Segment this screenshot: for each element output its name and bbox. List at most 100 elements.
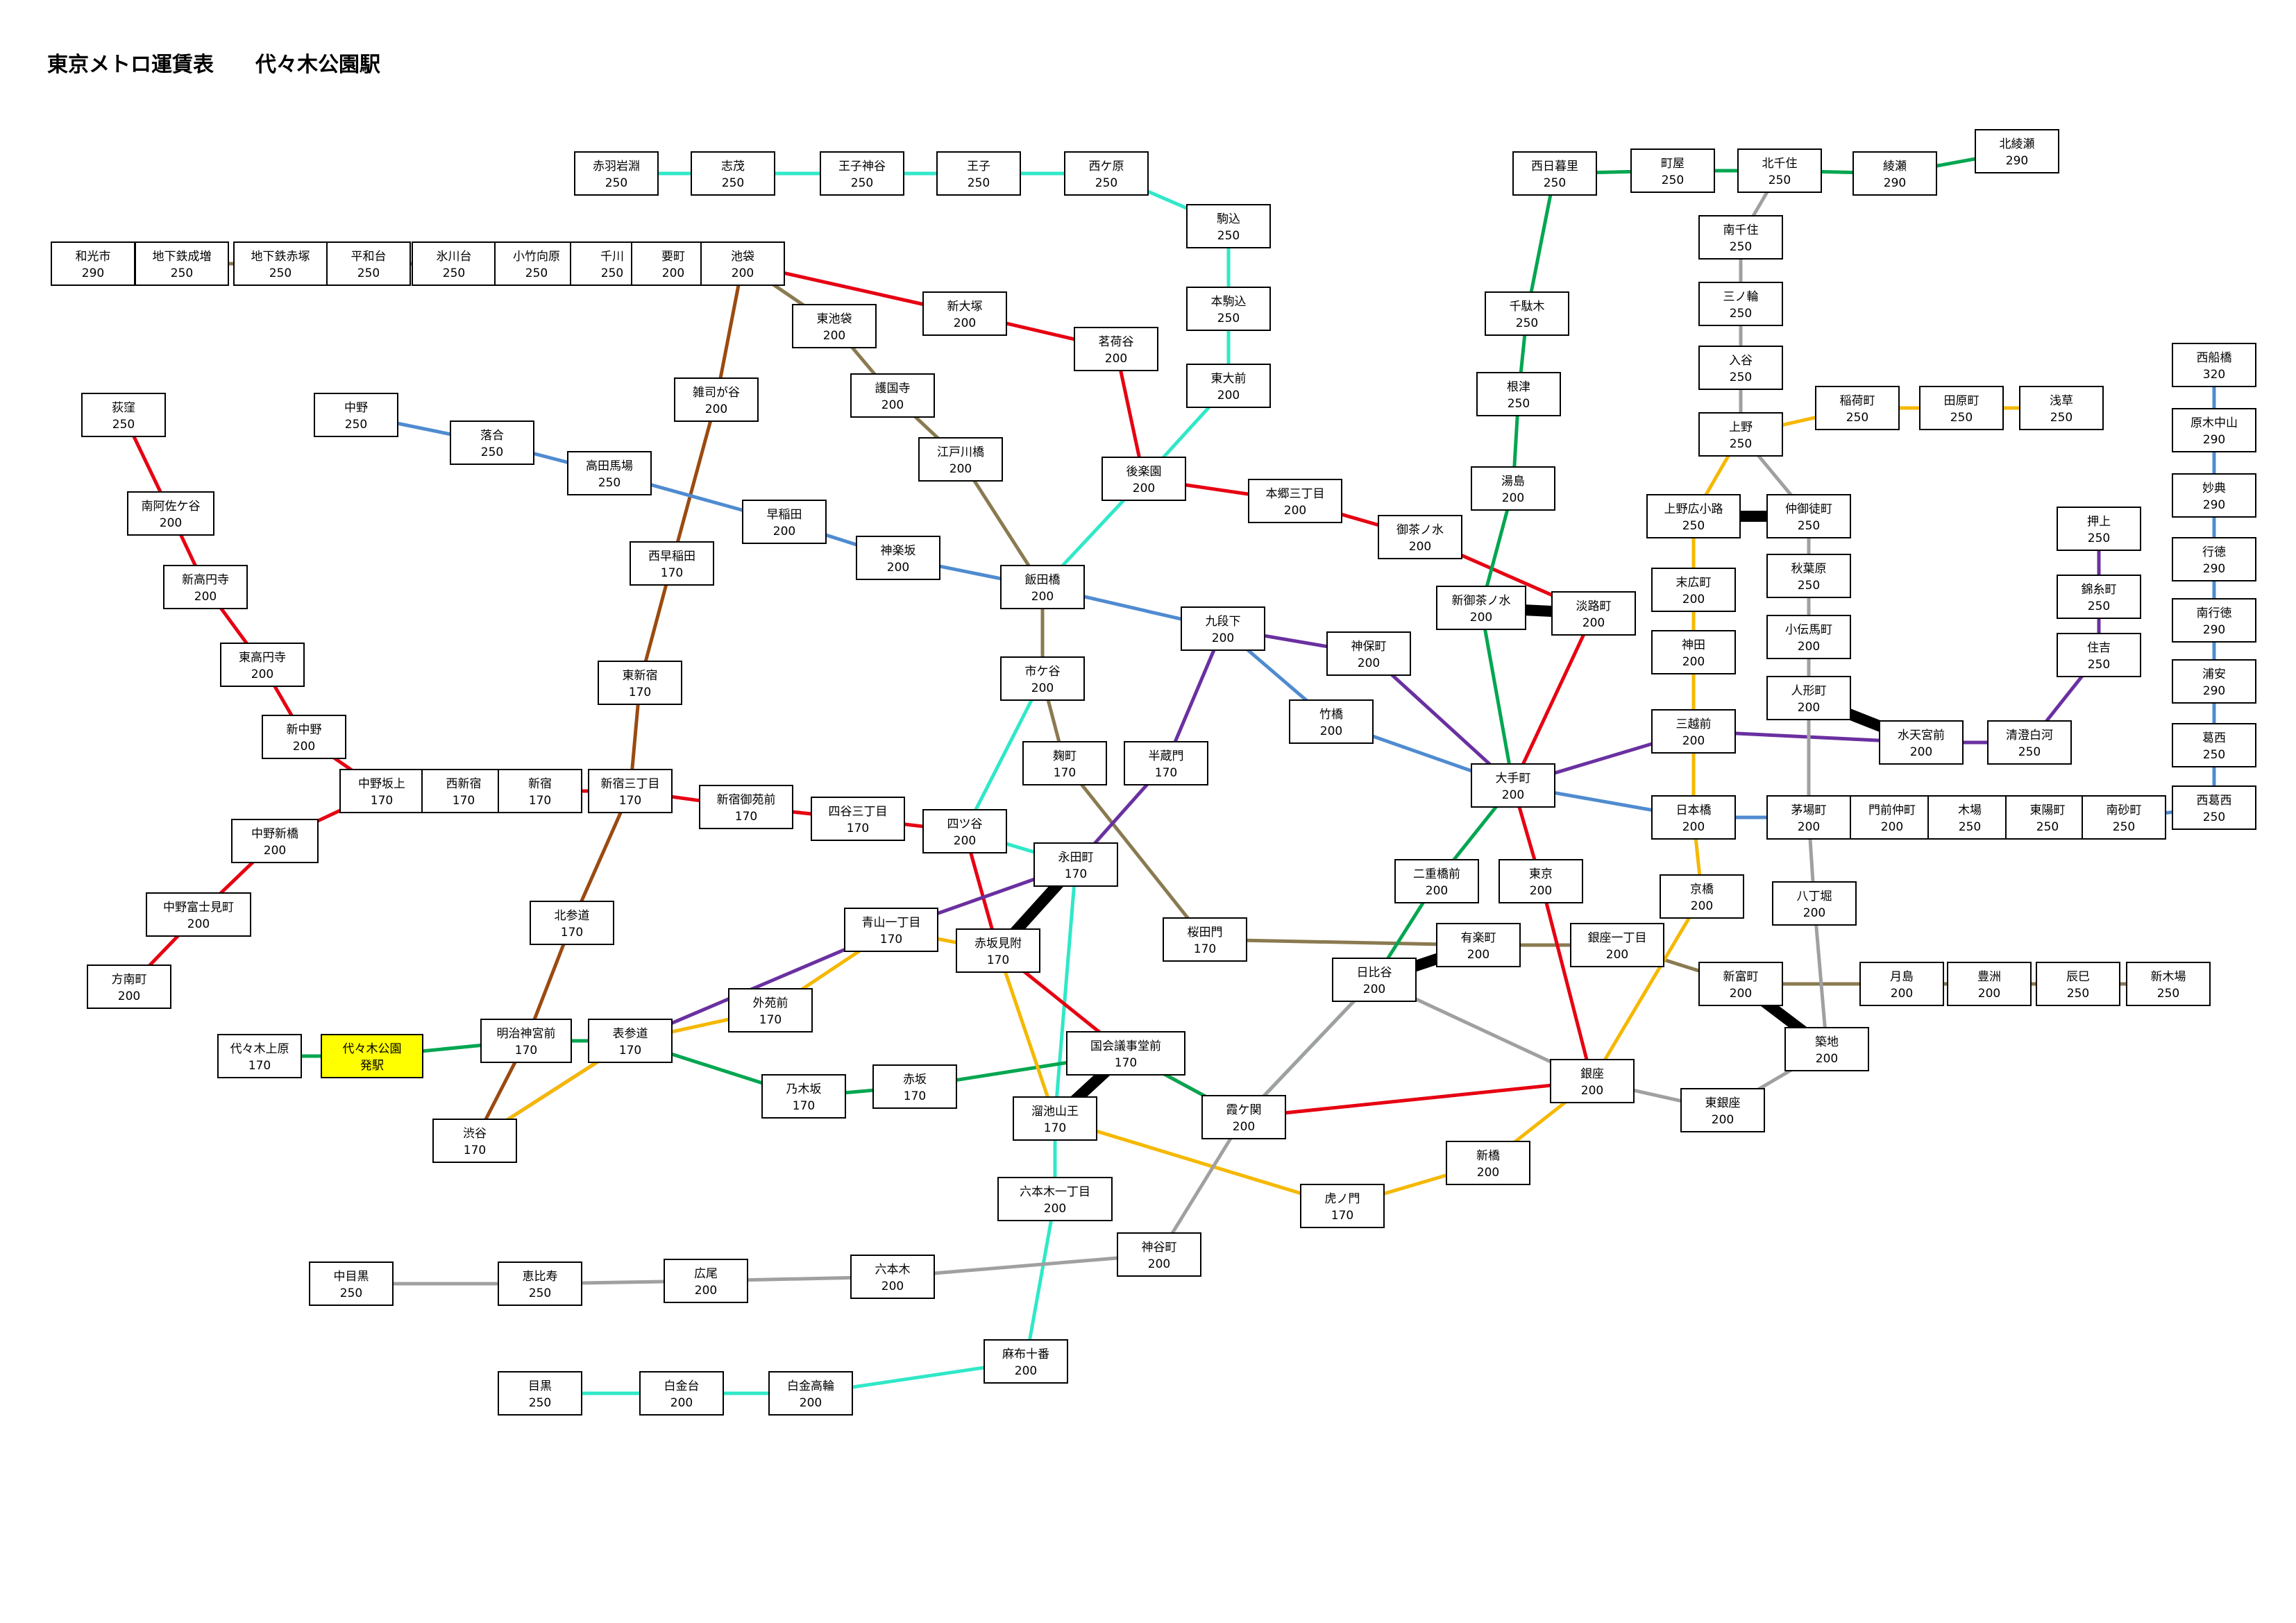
station-box [1186,287,1271,331]
station-name: 葛西 [2202,731,2226,745]
station-box [2172,723,2256,767]
station-name: 王子神谷 [838,160,886,173]
station-fare: 250 [1730,240,1752,254]
station-fare: 170 [371,794,393,808]
station-fare: 200 [1816,1052,1838,1066]
station-fare: 250 [481,445,503,459]
station-name: 新御茶ノ水 [1452,594,1511,608]
station-name: 東銀座 [1705,1096,1741,1110]
station-fare: 200 [1798,640,1820,654]
station-name: 北千住 [1762,157,1798,171]
station-fare: 170 [529,794,551,808]
station-name: 新宿御苑前 [717,793,776,807]
station-box [1550,1059,1635,1103]
station-box [768,1371,853,1416]
station-box [1064,151,1149,196]
station-box [700,241,785,286]
station-name: 神田 [1682,638,1705,652]
station-fare: 250 [2157,987,2179,1001]
station-box [146,892,251,937]
station-box [1852,151,1937,196]
station-name: 広尾 [694,1267,718,1281]
station-box [1698,215,1783,260]
station-name: 飯田橋 [1025,573,1061,587]
station-name: 中野富士見町 [163,901,234,915]
station-box [1850,795,1934,840]
station-fare: 200 [800,1396,822,1410]
station-name: 新宿三丁目 [601,777,660,791]
station-fare: 250 [1095,176,1117,190]
station-box [856,536,940,580]
station-box [1975,129,2059,173]
station-box [2172,537,2256,581]
station-box [1698,346,1783,390]
station-box [1879,720,1964,765]
station-box [728,988,813,1033]
station-name: 妙典 [2202,482,2226,495]
station-fare: 250 [529,1396,551,1410]
station-fare: 200 [1582,616,1605,630]
station-name: 三越前 [1676,717,1712,731]
station-box [2172,785,2256,830]
station-name: 池袋 [731,250,754,264]
station-ikebukuro: 池袋 200 [700,241,785,286]
station-name: 西船橋 [2197,351,2232,365]
station-name: 地下鉄成増 [153,250,212,264]
station-fare: 200 [1730,987,1752,1001]
station-name: 豊洲 [1977,970,2001,984]
station-name: 大手町 [1496,772,1531,785]
station-name: 駒込 [1217,212,1240,226]
station-fare: 170 [1044,1121,1066,1135]
station-box [127,491,214,536]
station-fare: 200 [1031,681,1054,695]
station-fare: 250 [2203,748,2225,762]
station-fare: 200 [1284,504,1306,518]
station-box [163,565,248,609]
station-box [2172,659,2256,704]
station-fare: 250 [2050,411,2073,425]
station-name: 築地 [1815,1035,1839,1049]
station-fare: 290 [2203,433,2225,447]
station-fare: 200 [732,266,754,280]
station-fare: 200 [881,398,904,412]
station-fare: 250 [1217,229,1240,243]
station-name: 九段下 [1206,615,1241,629]
station-fare: 250 [1516,316,1538,330]
station-fare: 250 [2067,987,2089,1001]
station-fare: 200 [1467,948,1489,962]
station-box [1698,282,1783,326]
station-fare: 200 [1502,491,1524,505]
station-name: 銀座一丁目 [1588,931,1647,945]
station-box [494,241,579,286]
station-name: 中目黒 [334,1270,369,1284]
station-box [1471,763,1555,808]
station-box [314,393,398,437]
station-fare: 170 [904,1089,926,1103]
station-name: 千駄木 [1510,300,1545,314]
